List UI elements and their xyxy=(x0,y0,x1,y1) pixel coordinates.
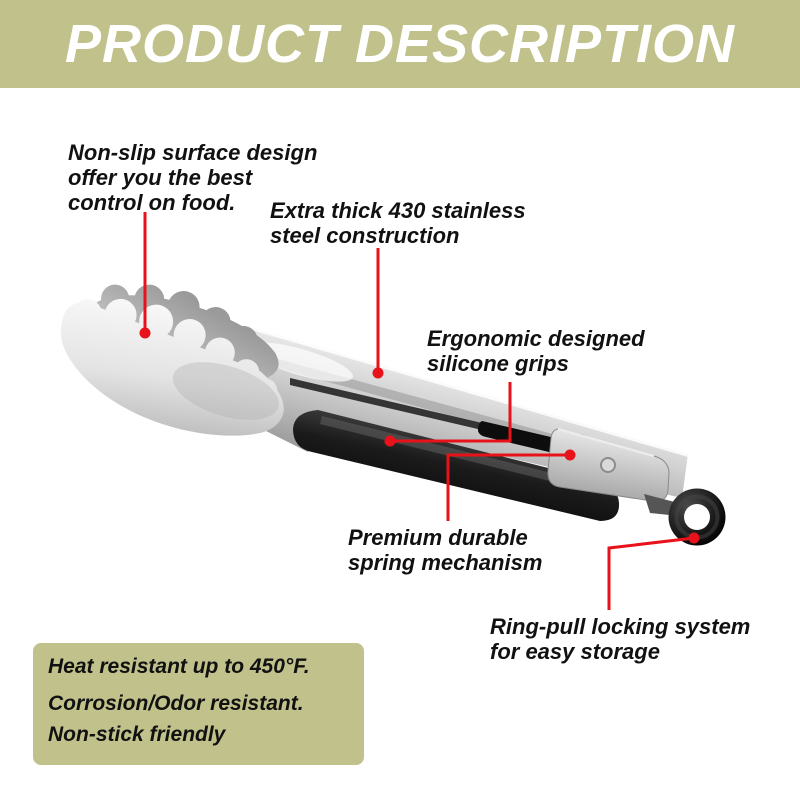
grip-highlight xyxy=(320,416,560,483)
leader-dot-nonslip xyxy=(139,327,151,339)
annotation-stainless-steel: Extra thick 430 stainless steel construc… xyxy=(270,198,526,248)
ring-pull xyxy=(668,488,726,546)
info-line-nonstick: Non-stick friendly xyxy=(48,723,226,746)
hinge-rivet xyxy=(600,457,616,473)
info-box: Heat resistant up to 450°F. Corrosion/Od… xyxy=(33,643,364,765)
annotation-spring-mechanism: Premium durable spring mechanism xyxy=(348,525,543,575)
leader-dot-spring xyxy=(564,449,576,461)
info-line-heat: Heat resistant up to 450°F. xyxy=(48,655,310,678)
hinge-plate xyxy=(547,428,670,502)
annotation-nonslip: Non-slip surface design offer you the be… xyxy=(68,140,318,215)
tong-head-front xyxy=(60,298,284,436)
leader-dot-steel xyxy=(372,367,384,379)
tong-head xyxy=(60,284,284,436)
leader-dot-ring xyxy=(688,532,700,544)
annotation-silicone-grips: Ergonomic designed silicone grips xyxy=(427,326,645,376)
leader-line-grips xyxy=(390,382,512,443)
leader-lines xyxy=(139,212,700,610)
leader-line-spring xyxy=(446,453,570,521)
header-banner: PRODUCT DESCRIPTION xyxy=(0,0,800,88)
info-line-corrosion: Corrosion/Odor resistant. xyxy=(48,692,304,715)
silicone-grip xyxy=(293,410,620,521)
leader-line-ring xyxy=(607,536,695,610)
leader-dot-grips xyxy=(384,435,396,447)
page-title: PRODUCT DESCRIPTION xyxy=(64,14,736,74)
annotation-ring-pull: Ring-pull locking system for easy storag… xyxy=(490,614,751,664)
